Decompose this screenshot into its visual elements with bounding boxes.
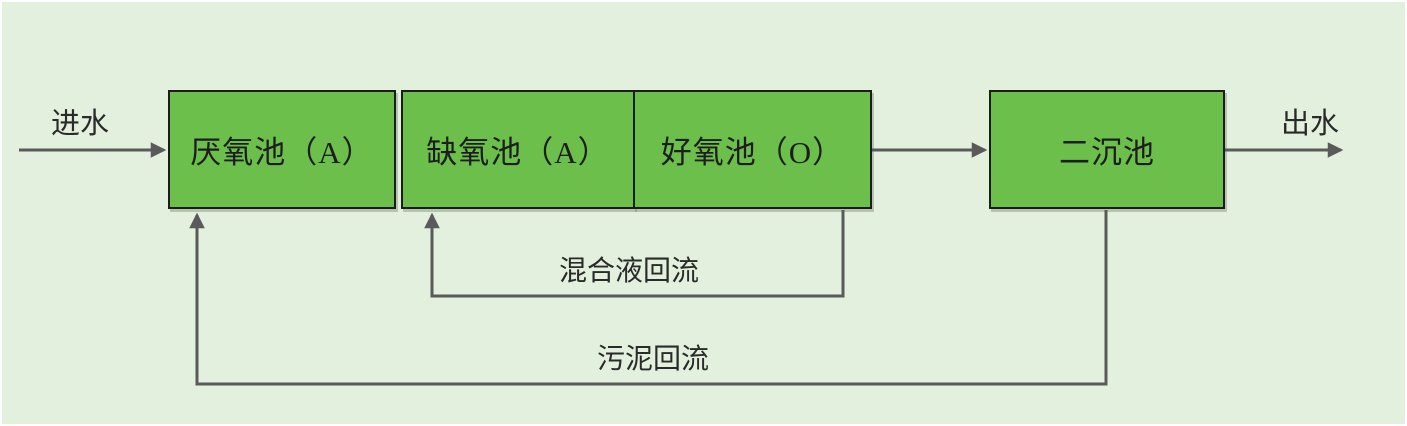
outlet-water-label: 出水	[1280, 108, 1339, 140]
inlet-water-label: 进水	[50, 108, 109, 140]
node-secondary-clarifier-label: 二沉池	[1059, 135, 1155, 170]
node-anoxic-tank: 缺氧池（A）	[401, 90, 635, 209]
node-aerobic-tank: 好氧池（O）	[633, 90, 872, 209]
node-aerobic-tank-label: 好氧池（O）	[660, 135, 845, 170]
node-secondary-clarifier: 二沉池	[989, 90, 1225, 209]
sludge-return-label: 污泥回流	[596, 344, 709, 375]
mixed-liquor-return-label: 混合液回流	[558, 256, 699, 287]
node-anaerobic-tank-label: 厌氧池（A）	[190, 135, 374, 170]
node-anoxic-tank-label: 缺氧池（A）	[426, 135, 610, 170]
node-anaerobic-tank: 厌氧池（A）	[168, 90, 396, 209]
